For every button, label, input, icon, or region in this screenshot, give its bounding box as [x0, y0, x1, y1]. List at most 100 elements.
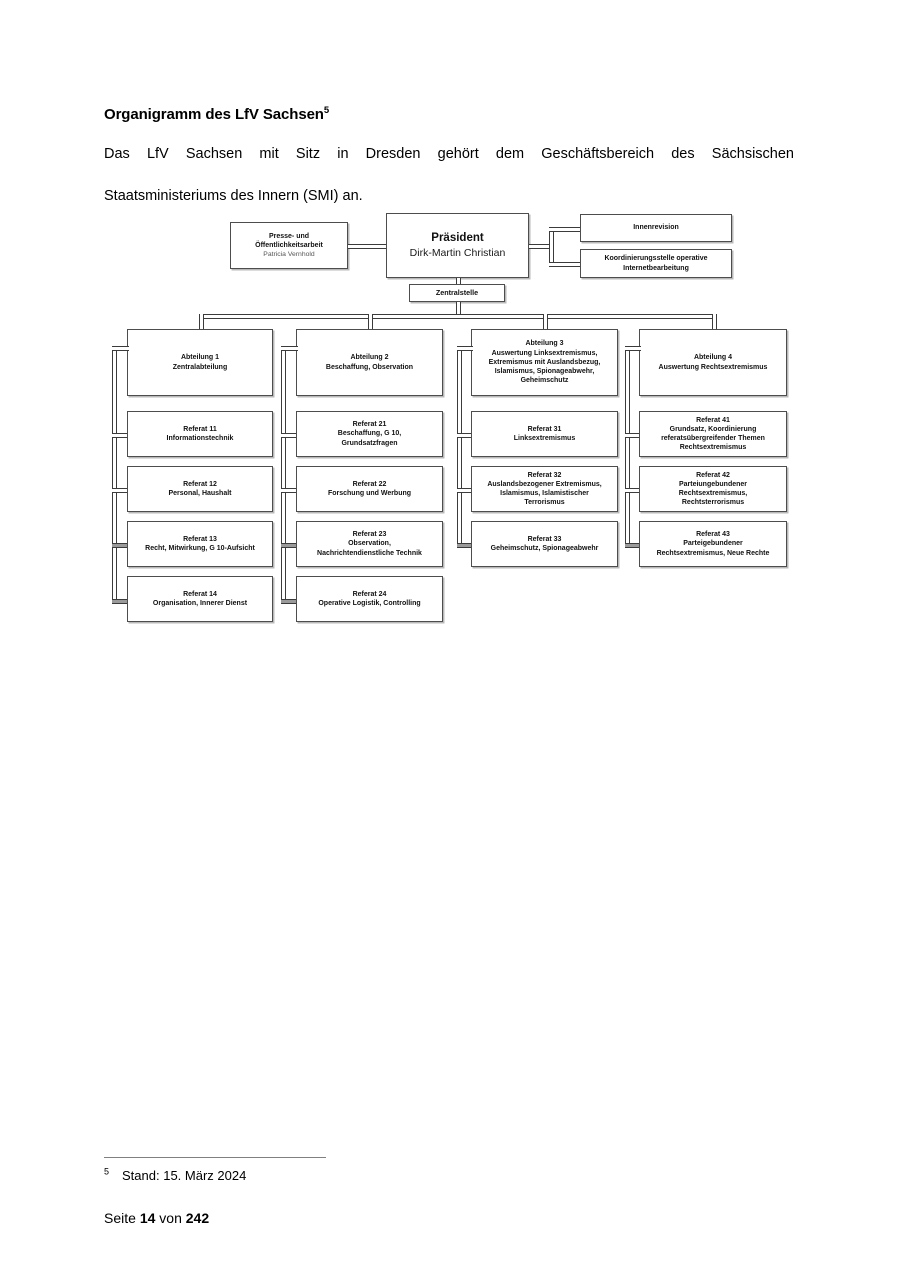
connector-presse-praesident [348, 244, 386, 249]
referat-22-line-2: Forschung und Werbung [327, 490, 412, 497]
node-referat-13: Referat 13 Recht, Mitwirkung, G 10-Aufsi… [127, 521, 273, 567]
referat-43-line-2: Parteigebundener [683, 540, 743, 548]
node-praesident: Präsident Dirk-Martin Christian [386, 213, 529, 278]
presse-contact-name: Patricia Vernhold [263, 251, 315, 259]
referat-24-line-2: Operative Logistik, Controlling [318, 600, 421, 607]
abteilung-3-line-4: Islamismus, Spionageabwehr, [494, 368, 595, 376]
abteilung-1-line-1: Abteilung 1 [180, 354, 220, 362]
node-referat-41: Referat 41 Grundsatz, Koordinierung refe… [639, 411, 787, 457]
footnote-text: Stand: 15. März 2024 [122, 1168, 247, 1183]
node-abteilung-4: Abteilung 4 Auswertung Rechtsextremismus [639, 329, 787, 396]
abteilung-3-line-2: Auswertung Linksextremismus, [491, 349, 598, 357]
referat-24-line-1: Referat 24 [352, 590, 387, 598]
connector-department-bus [200, 314, 714, 319]
referat-43-line-3: Rechtsextremismus, Neue Rechte [656, 549, 770, 557]
page-title-text: Organigramm des LfV Sachsen [104, 106, 324, 123]
referat-41-line-4: Rechtsextremismus [679, 444, 747, 452]
node-referat-22: Referat 22 Forschung und Werbung [296, 466, 443, 512]
node-referat-14: Referat 14 Organisation, Innerer Dienst [127, 576, 273, 622]
referat-42-line-2: Parteiungebundener [678, 480, 748, 488]
koordinierungsstelle-line-1: Koordinierungsstelle operative [604, 255, 708, 263]
referat-13-line-2: Recht, Mitwirkung, G 10-Aufsicht [145, 545, 255, 552]
node-referat-32: Referat 32 Auslandsbezogener Extremismus… [471, 466, 618, 512]
referat-42-line-3: Rechtsextremismus, [678, 490, 748, 497]
footer-total-pages: 242 [185, 1210, 210, 1226]
connector-to-koordinierungsstelle [549, 262, 580, 267]
node-presse-oeffentlichkeitsarbeit: Presse- und Öffentlichkeitsarbeit Patric… [230, 222, 348, 269]
abteilung-3-line-1: Abteilung 3 [525, 340, 564, 348]
praesident-name: Dirk-Martin Christian [409, 247, 506, 259]
node-referat-23: Referat 23 Observation, Nachrichtendiens… [296, 521, 443, 567]
footer-prefix: Seite [104, 1210, 136, 1226]
intro-line-1: Das LfV Sachsen mit Sitz in Dresden gehö… [104, 146, 794, 162]
referat-42-line-1: Referat 42 [696, 471, 730, 479]
referat-43-line-1: Referat 43 [696, 531, 730, 539]
presse-line-1: Presse- und [268, 232, 310, 240]
intro-line-2: Staatsministeriums des Innern (SMI) an. [104, 188, 363, 204]
page-footer: Seite 14 von 242 [104, 1210, 209, 1226]
footer-middle: von [159, 1210, 182, 1226]
referat-33-line-1: Referat 33 [527, 535, 562, 543]
referat-14-line-1: Referat 14 [183, 590, 217, 598]
referat-11-line-2: Informationstechnik [166, 435, 234, 442]
abteilung-4-line-2: Auswertung Rechtsextremismus [658, 363, 768, 371]
referat-32-line-3: Islamismus, Islamistischer [500, 490, 589, 497]
footnote-separator [104, 1157, 326, 1158]
intro-paragraph: Das LfV Sachsen mit Sitz in Dresden gehö… [104, 144, 794, 207]
node-zentralstelle: Zentralstelle [409, 284, 505, 302]
footer-page-number: 14 [139, 1210, 156, 1226]
referat-32-line-1: Referat 32 [527, 471, 562, 479]
node-referat-12: Referat 12 Personal, Haushalt [127, 466, 273, 512]
referat-31-line-2: Linksextremismus [513, 435, 576, 442]
connector-bus-abteilung-3 [457, 346, 462, 546]
praesident-role: Präsident [431, 232, 484, 244]
abteilung-2-line-2: Beschaffung, Observation [325, 363, 414, 371]
node-referat-24: Referat 24 Operative Logistik, Controlli… [296, 576, 443, 622]
abteilung-2-line-1: Abteilung 2 [350, 354, 389, 362]
referat-14-line-2: Organisation, Innerer Dienst [152, 600, 248, 607]
connector-praesident-right [529, 244, 551, 249]
referat-41-line-2: Grundsatz, Koordinierung [669, 425, 757, 433]
referat-13-line-1: Referat 13 [183, 535, 217, 543]
node-abteilung-3: Abteilung 3 Auswertung Linksextremismus,… [471, 329, 618, 396]
node-referat-21: Referat 21 Beschaffung, G 10, Grundsatzf… [296, 411, 443, 457]
connector-bus-abteilung-4 [625, 346, 630, 546]
abteilung-1-line-2: Zentralabteilung [172, 363, 228, 371]
node-abteilung-1: Abteilung 1 Zentralabteilung [127, 329, 273, 396]
referat-11-line-1: Referat 11 [183, 425, 217, 433]
referat-12-line-1: Referat 12 [183, 480, 217, 488]
node-referat-42: Referat 42 Parteiungebundener Rechtsextr… [639, 466, 787, 512]
node-referat-43: Referat 43 Parteigebundener Rechtsextrem… [639, 521, 787, 567]
referat-41-line-1: Referat 41 [696, 416, 730, 424]
referat-23-line-2: Observation, [348, 540, 391, 548]
node-referat-11: Referat 11 Informationstechnik [127, 411, 273, 457]
connector-to-innenrevision [549, 227, 580, 232]
node-referat-33: Referat 33 Geheimschutz, Spionageabwehr [471, 521, 618, 567]
title-footnote-marker: 5 [323, 105, 330, 116]
referat-23-line-3: Nachrichtendienstliche Technik [317, 549, 422, 557]
node-koordinierungsstelle: Koordinierungsstelle operative Internetb… [580, 249, 732, 278]
referat-31-line-1: Referat 31 [527, 425, 562, 433]
referat-42-line-4: Rechtsterrorismus [681, 499, 745, 507]
connector-zentralstelle-down [456, 302, 461, 315]
koordinierungsstelle-line-2: Internetbearbeitung [623, 264, 689, 272]
innenrevision-line-1: Innenrevision [633, 224, 679, 232]
zentralstelle-line-1: Zentralstelle [435, 288, 479, 298]
referat-12-line-2: Personal, Haushalt [168, 490, 232, 497]
referat-32-line-2: Auslandsbezogener Extremismus, [487, 480, 602, 488]
referat-33-line-2: Geheimschutz, Spionageabwehr [490, 545, 599, 552]
node-referat-31: Referat 31 Linksextremismus [471, 411, 618, 457]
referat-32-line-4: Terrorismus [524, 499, 565, 507]
node-innenrevision: Innenrevision [580, 214, 732, 242]
connector-bus-abteilung-2 [281, 346, 286, 601]
connector-bus-abteilung-1 [112, 346, 117, 601]
connector-right-trunk [549, 227, 554, 265]
page-title: Organigramm des LfV Sachsen5 [104, 106, 329, 123]
abteilung-3-line-3: Extremismus mit Auslandsbezug, [488, 358, 601, 366]
referat-22-line-1: Referat 22 [352, 480, 387, 488]
referat-21-line-3: Grundsatzfragen [341, 439, 398, 447]
presse-line-2: Öffentlichkeitsarbeit [255, 241, 323, 249]
